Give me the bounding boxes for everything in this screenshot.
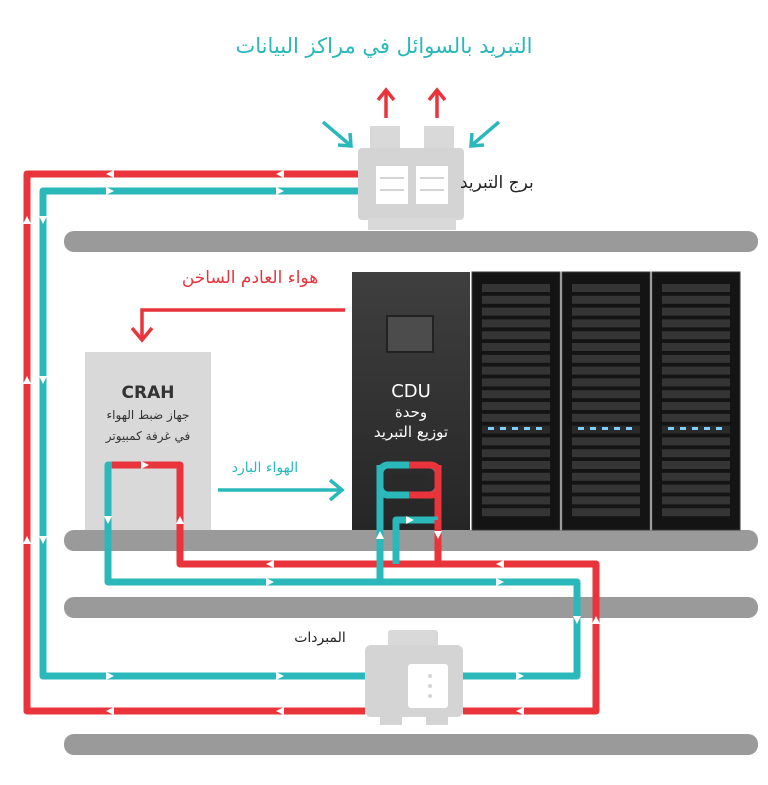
- flow-marker: [106, 707, 114, 715]
- coolant-pipes: [23, 170, 600, 715]
- server-rack: [651, 271, 741, 531]
- floor-slab-3: [64, 597, 758, 618]
- cold-loop-tower: [39, 187, 365, 680]
- floor-slab-1: [64, 231, 758, 252]
- flow-marker: [266, 578, 274, 586]
- chiller-unit: [365, 630, 463, 725]
- cold-loop-chiller: [104, 461, 581, 680]
- floor-slab-2: [64, 530, 758, 551]
- server-rack: [471, 271, 561, 531]
- hot-air-arrow-icon: [130, 308, 345, 343]
- server-racks: [471, 271, 741, 531]
- flow-marker: [592, 616, 600, 624]
- flow-marker: [23, 216, 31, 224]
- cooling-tower: [358, 126, 464, 230]
- flow-marker: [266, 560, 274, 568]
- flow-marker: [276, 187, 284, 195]
- flow-marker: [104, 516, 112, 524]
- flow-marker: [276, 170, 284, 178]
- hot-exhaust-air-label: هواء العادم الساخن: [181, 268, 319, 288]
- server-rack: [561, 271, 651, 531]
- flow-marker: [496, 578, 504, 586]
- cdu-description-line1: وحدة: [394, 403, 428, 421]
- chillers-label: المبردات: [294, 630, 346, 646]
- flow-marker: [176, 516, 184, 524]
- flow-marker: [496, 560, 504, 568]
- hot-loop-tower-return: [112, 461, 600, 715]
- crah-description-line1: جهاز ضبط الهواء: [106, 408, 190, 422]
- flow-marker: [106, 187, 114, 195]
- flow-marker: [141, 461, 149, 469]
- floor-slab-4: [64, 734, 758, 755]
- cold-air-arrow-icon: [218, 478, 345, 502]
- cdu-display: [386, 315, 434, 353]
- page-title: التبريد بالسوائل في مراكز البيانات: [235, 34, 533, 58]
- crah-title: CRAH: [121, 383, 175, 403]
- flow-marker: [516, 672, 524, 680]
- flow-marker: [406, 516, 414, 524]
- cooling-tower-label: برج التبريد: [460, 173, 534, 193]
- flow-marker: [276, 672, 284, 680]
- cold-air-label: الهواء البارد: [231, 460, 299, 476]
- flow-marker: [516, 707, 524, 715]
- cdu-exchanger-hot: [409, 461, 442, 499]
- flow-marker: [39, 216, 47, 224]
- flow-marker: [276, 707, 284, 715]
- flow-marker: [39, 376, 47, 384]
- crah-description-line2: في غرفة كمبيوتر: [105, 429, 191, 443]
- cdu-title: CDU: [391, 381, 431, 402]
- exhaust-arrow-icon: [376, 87, 447, 118]
- flow-marker: [23, 376, 31, 384]
- cdu-inner-loop: [392, 516, 438, 564]
- hot-loop-tower: [23, 170, 365, 715]
- flow-marker: [376, 531, 384, 539]
- flow-marker: [106, 170, 114, 178]
- flow-marker: [573, 616, 581, 624]
- intake-arrow-icon: [321, 120, 501, 148]
- flow-marker: [106, 672, 114, 680]
- flow-marker: [434, 531, 442, 539]
- flow-marker: [23, 536, 31, 544]
- cdu-description-line2: توزيع التبريد: [373, 423, 449, 441]
- flow-marker: [39, 536, 47, 544]
- flow-markers: [23, 170, 600, 715]
